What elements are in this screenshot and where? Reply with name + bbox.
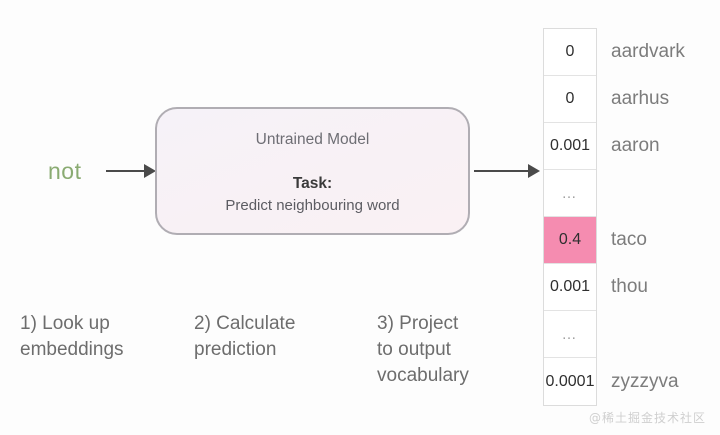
vocab-row: 0.0001 zyzzyva: [544, 358, 679, 405]
vocab-word-label: aaron: [611, 135, 660, 156]
vocab-row: …: [544, 170, 596, 217]
vocab-word-label: aardvark: [611, 41, 685, 62]
watermark: @稀土掘金技术社区: [588, 411, 706, 425]
vocab-probability: …: [561, 325, 579, 343]
arrow-right-icon-input: [106, 163, 156, 179]
vocab-row: …: [544, 311, 596, 358]
arrow-shaft: [106, 169, 145, 173]
vocab-probability: 0.0001: [545, 372, 595, 390]
step-3-label: 3) Project to output vocabulary: [377, 313, 469, 386]
vocab-row: 0 aardvark: [544, 29, 685, 76]
vocab-word-label: taco: [611, 229, 647, 250]
vocab-row: 0.001 thou: [544, 264, 648, 311]
step-2-label: 2) Calculate prediction: [194, 313, 296, 360]
arrow-shaft: [474, 169, 529, 173]
input-word: not: [48, 158, 82, 184]
untrained-model-box: Untrained Model Task: Predict neighbouri…: [155, 107, 470, 235]
vocab-probability: 0: [565, 43, 575, 60]
vocab-row: 0 aarhus: [544, 76, 669, 123]
vocab-word-label: aarhus: [611, 88, 670, 109]
vocab-word-label: zyzzyva: [611, 370, 679, 392]
task-label: Task:: [292, 174, 333, 192]
arrow-right-icon-output: [474, 163, 540, 179]
step-1-label: 1) Look up embeddings: [20, 313, 124, 360]
task-description: Predict neighbouring word: [225, 196, 400, 214]
vocab-row: 0.4 taco: [544, 217, 647, 264]
vocab-word-label: thou: [611, 276, 648, 297]
vocab-probability: 0.4: [558, 231, 582, 248]
output-vocabulary-table: 0 aardvark 0 aarhus 0.001 aaron … 0.4 taco 0.001 t…: [543, 28, 685, 406]
vocab-row: 0.001 aaron: [544, 123, 660, 170]
arrow-head: [144, 164, 156, 178]
arrow-head: [528, 164, 540, 178]
model-title: Untrained Model: [255, 130, 370, 148]
vocab-probability: 0.001: [549, 278, 591, 295]
vocab-probability: 0: [565, 90, 575, 107]
vocab-probability: 0.001: [549, 137, 591, 154]
vocab-probability: …: [561, 184, 579, 202]
